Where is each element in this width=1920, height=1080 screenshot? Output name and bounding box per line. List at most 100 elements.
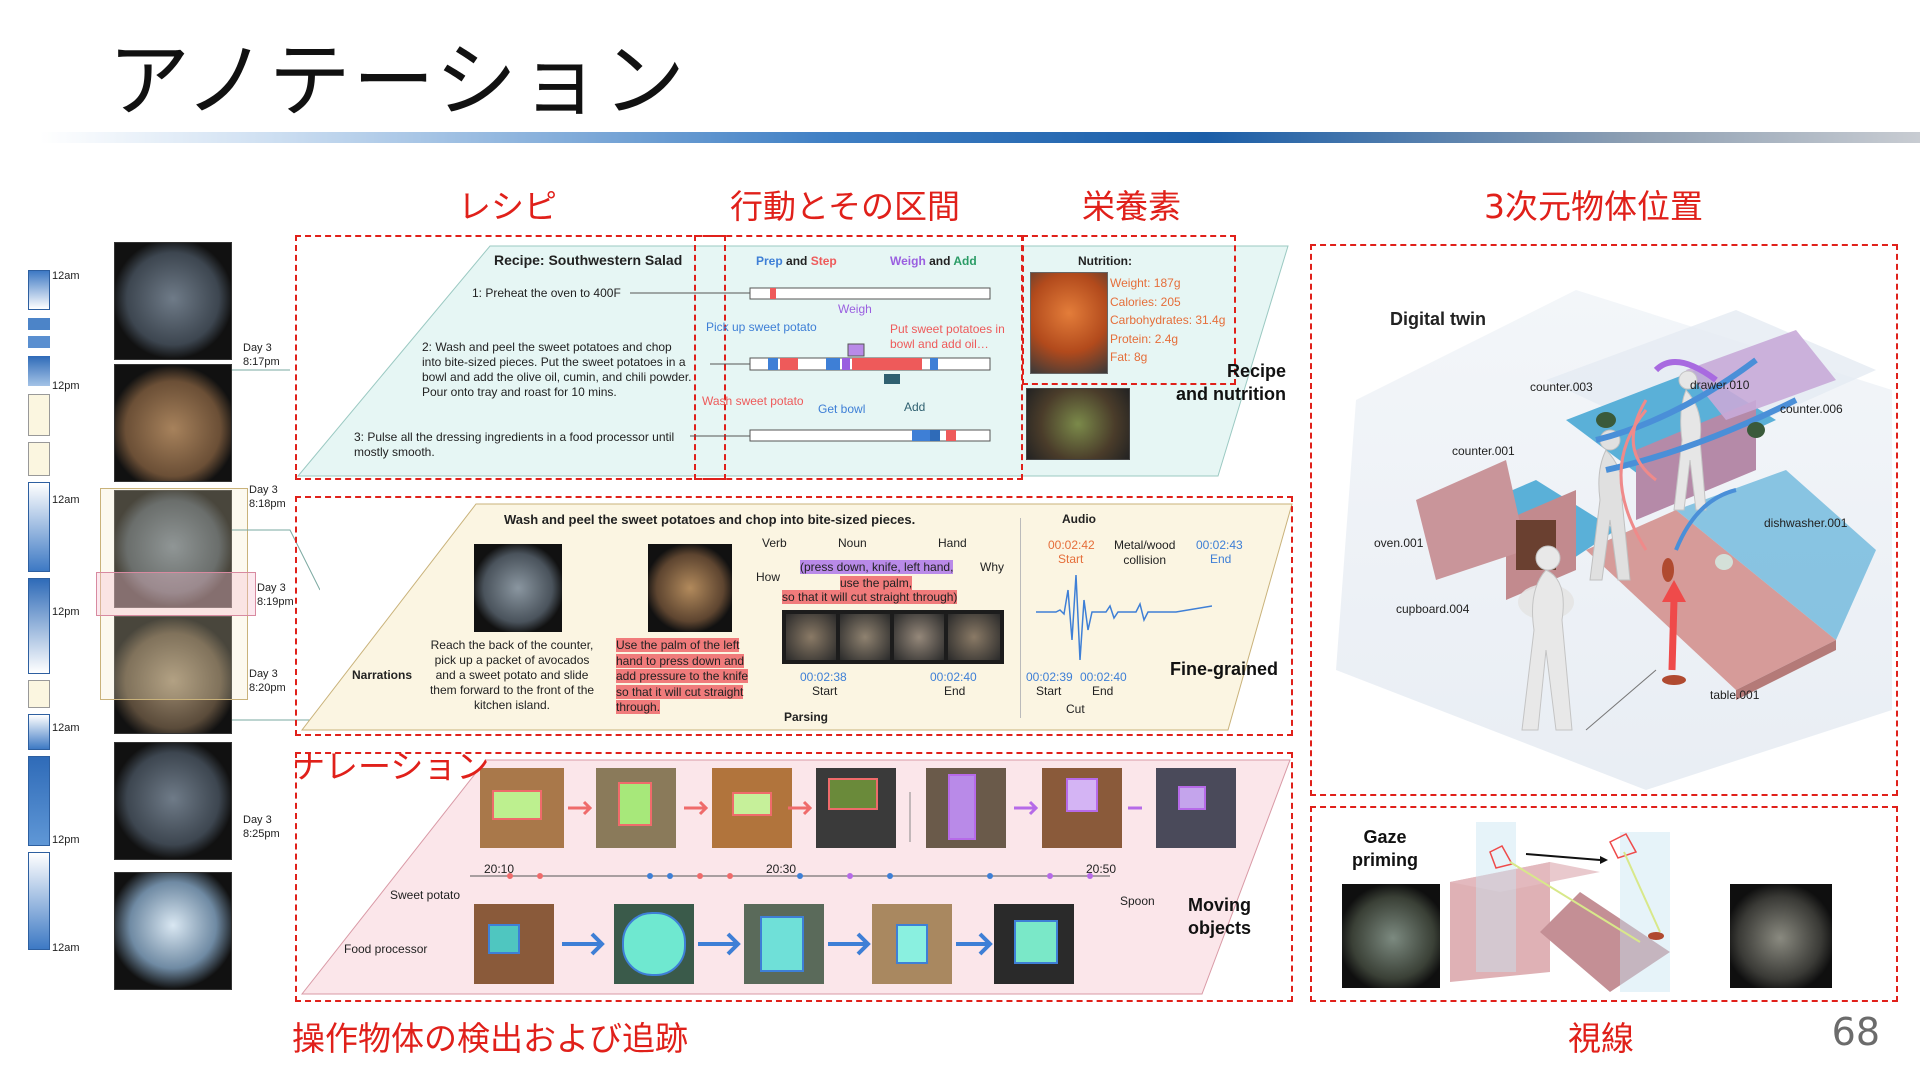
object-label-sweet-potato: Sweet potato	[390, 888, 461, 902]
digital-twin-title: Digital twin	[1390, 309, 1486, 329]
segment-end-time: 00:02:40	[930, 670, 977, 684]
tracking-arrows	[470, 792, 1142, 956]
nutrition-item: Protein: 2.4g	[1110, 331, 1179, 346]
nutrition-item: Calories: 205	[1110, 294, 1181, 309]
audio-time-label: End	[1210, 552, 1232, 566]
object-label: drawer.010	[1690, 378, 1750, 392]
fine-grained-dashed-box	[295, 496, 1293, 736]
gaze-frame	[1342, 884, 1444, 988]
filmstrip-frame	[786, 614, 836, 660]
parsing-label: Parsing	[784, 710, 829, 724]
audio-time-label: End	[1092, 684, 1114, 698]
parse-tuple: (press down, knife, left hand,	[800, 560, 954, 574]
timeline-label: 12am	[52, 722, 80, 734]
digital-twin-render	[1316, 250, 1892, 790]
bounding-box	[896, 924, 928, 964]
gaze-frame	[1728, 884, 1832, 988]
action-dashed-box	[694, 235, 726, 480]
object-label: counter.006	[1780, 402, 1843, 416]
day-label: Day 3 8:25pm	[243, 814, 280, 840]
tracking-frame	[712, 768, 792, 848]
audio-time-label: Start	[1058, 552, 1084, 566]
action-label-put: Put sweet potatoes in bowl and add oil…	[890, 322, 1005, 351]
parse-how: How	[756, 570, 781, 584]
egocentric-frame	[114, 490, 232, 608]
recipe-step: 1: Preheat the oven to 400F	[472, 286, 621, 300]
page-title: アノテーション	[108, 34, 687, 129]
egocentric-frame	[114, 242, 232, 360]
tracking-frame	[480, 768, 564, 848]
time-tick: 20:10	[484, 862, 515, 876]
parsed-narration: Use the palm of the left hand to press d…	[616, 638, 749, 715]
highlight-frame	[96, 572, 256, 616]
audio-event: Metal/wood collision	[1114, 538, 1176, 567]
tracking-frame	[596, 768, 676, 848]
day-label: Day 3 8:17pm	[243, 342, 280, 368]
object-label: dishwasher.001	[1764, 516, 1848, 530]
section-actions: 行動とその区間	[730, 187, 961, 226]
egocentric-frame	[114, 364, 232, 482]
parse-why: Why	[980, 560, 1004, 574]
section-nutrition: 栄養素	[1082, 187, 1181, 226]
moving-objects-tag: Moving objects	[1188, 895, 1252, 938]
narration-text: Reach the back of the counter, pick up a…	[429, 638, 595, 712]
action-label-weigh: Weigh	[838, 302, 872, 316]
recipe-step: 2: Wash and peel the sweet potatoes and …	[422, 340, 692, 399]
object-label: counter.001	[1452, 444, 1515, 458]
timeline-label: 12pm	[52, 834, 80, 846]
narration-frame	[648, 544, 732, 632]
timeline-label: 12am	[52, 942, 80, 954]
bounding-box	[618, 782, 652, 826]
digital-twin-dashed-box	[1310, 244, 1898, 796]
filmstrip-frame	[894, 614, 944, 660]
timeline-label: 12am	[52, 494, 80, 506]
tracking-frame	[994, 904, 1074, 984]
section-gaze: 視線	[1568, 1019, 1634, 1058]
fine-heading: Wash and peel the sweet potatoes and cho…	[504, 512, 916, 527]
egocentric-frame	[114, 742, 232, 860]
tracking-frame	[614, 904, 694, 984]
bounding-box	[622, 912, 686, 976]
recipe-heading: Recipe: Southwestern Salad	[494, 252, 683, 268]
egocentric-frame	[114, 616, 232, 734]
audio-time: 00:02:40	[1080, 670, 1127, 684]
divider	[1020, 518, 1021, 718]
egocentric-frame	[114, 872, 232, 990]
bounding-box	[732, 792, 772, 816]
object-label-food-processor: Food processor	[344, 942, 428, 956]
day-label: Day 3 8:19pm	[257, 582, 294, 608]
time-tick: 20:30	[766, 862, 797, 876]
audio-waveform	[1036, 574, 1212, 661]
bounding-box	[488, 924, 520, 954]
filmstrip-frame	[948, 614, 1000, 660]
narration-frame	[474, 544, 562, 632]
bounding-box	[1014, 920, 1058, 964]
nutrition-photo	[1026, 388, 1130, 460]
tracking-frame	[1156, 768, 1236, 848]
segment-start-time: 00:02:38	[800, 670, 847, 684]
bounding-box	[492, 790, 542, 820]
recipe-step: 3: Pulse all the dressing ingredients in…	[354, 430, 675, 459]
audio-time: 00:02:39	[1026, 670, 1073, 684]
parse-how-value: use the palm,	[840, 576, 913, 590]
day-label: Day 3 8:18pm	[249, 484, 286, 510]
object-label: counter.003	[1530, 380, 1593, 394]
object-label: table.001	[1710, 688, 1760, 702]
gaze-scene	[1440, 812, 1730, 1000]
section-3d-object: 3次元物体位置	[1484, 187, 1703, 226]
timeline-label: 12pm	[52, 606, 80, 618]
bounding-box	[1178, 786, 1206, 810]
gaze-priming-label: Gaze priming	[1352, 827, 1418, 870]
object-label: oven.001	[1374, 536, 1424, 550]
time-tick: 20:50	[1086, 862, 1117, 876]
tracking-frame	[816, 768, 896, 848]
parse-why-value: so that it will cut straight through)	[782, 590, 958, 604]
action-label-wash: Wash sweet potato	[702, 394, 804, 408]
object-label: cupboard.004	[1396, 602, 1470, 616]
nutrition-photo	[1030, 272, 1108, 374]
moving-objects-dashed-box	[295, 752, 1293, 1002]
section-recipe: レシピ	[458, 187, 557, 226]
section-narration: ナレーション	[292, 747, 490, 786]
narrations-label: Narrations	[352, 668, 413, 682]
nutrition-dashed-box	[1022, 235, 1236, 385]
